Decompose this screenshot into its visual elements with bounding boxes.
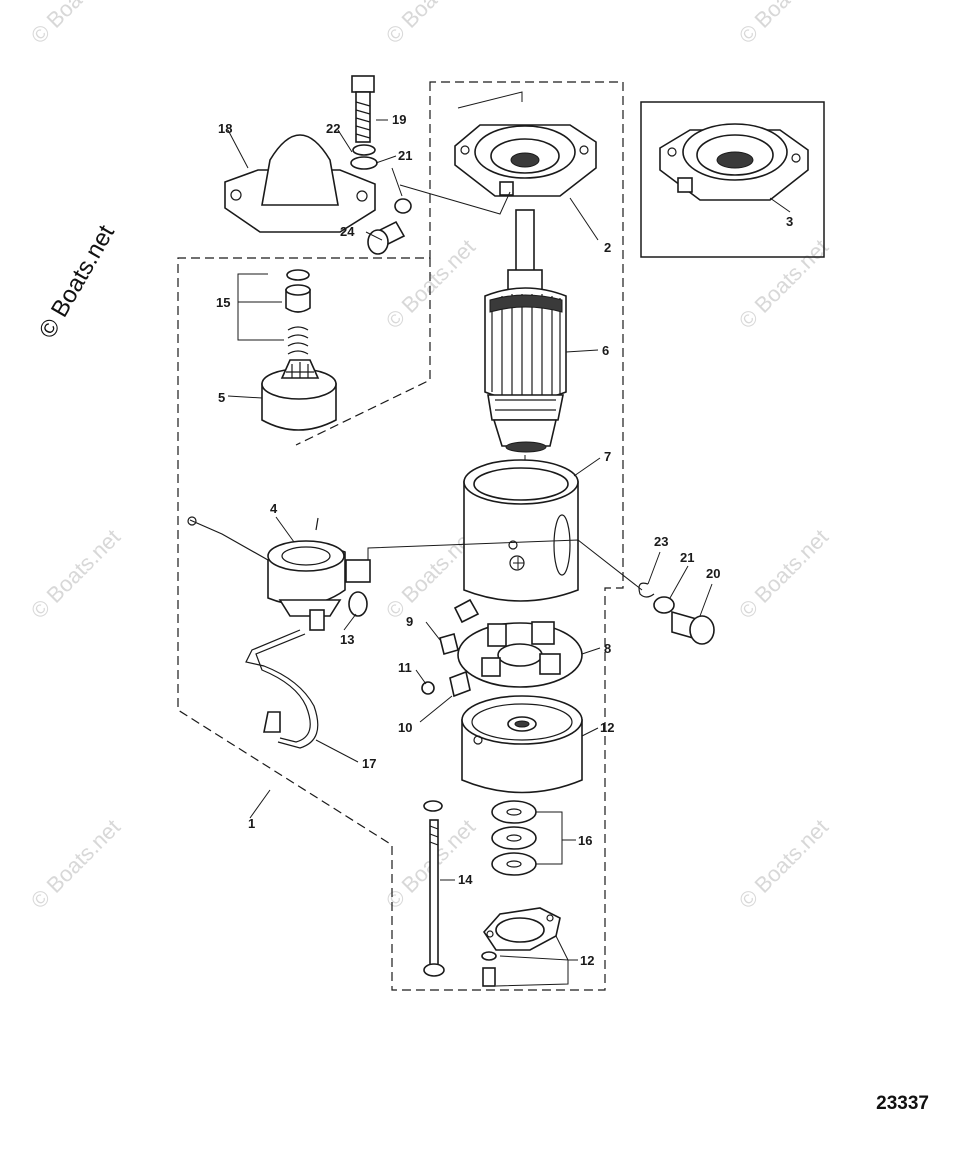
solenoid-part <box>187 516 371 631</box>
terminal-lead-line <box>367 539 643 591</box>
bolt-part <box>350 75 378 170</box>
callout-6: 6 <box>602 343 609 358</box>
callout-9: 9 <box>406 614 413 629</box>
through-bolt-part <box>423 800 445 977</box>
field-frame-part <box>463 459 579 602</box>
callout-21: 21 <box>398 148 412 163</box>
leader-lines <box>227 119 791 987</box>
callout-10: 10 <box>398 720 412 735</box>
drive-gear-part <box>261 359 337 431</box>
callout-3: 3 <box>786 214 793 229</box>
callout-8: 8 <box>604 641 611 656</box>
assembly-boundary <box>177 81 624 991</box>
callout-23: 23 <box>654 534 668 549</box>
watermark-text: © Boats.net <box>734 524 833 623</box>
watermark-text: © Boats.net <box>26 524 125 623</box>
callout-4: 4 <box>270 501 278 516</box>
nose-housing-part <box>224 134 376 233</box>
callout-21: 21 <box>680 550 694 565</box>
watermark-large-text: © Boats.net <box>34 220 120 343</box>
callout-18: 18 <box>218 121 232 136</box>
watermark-text: © Boats.net <box>734 234 833 333</box>
callout-16: 16 <box>578 833 592 848</box>
callout-19: 19 <box>392 112 406 127</box>
callout-24: 24 <box>340 224 355 239</box>
drawing-number: 23337 <box>876 1093 929 1114</box>
watermark-text: © Boats.net <box>26 0 125 49</box>
bearing-plate-part <box>481 907 561 987</box>
brush-part <box>421 633 471 698</box>
terminal-hardware-part <box>638 582 715 645</box>
bracket-15 <box>237 273 284 341</box>
top-bracket <box>457 91 523 109</box>
watermark-text: © Boats.net <box>26 814 125 913</box>
callout-20: 20 <box>706 566 720 581</box>
watermark-text: © Boats.net <box>734 814 833 913</box>
callout-labels: 1 2 3 4 5 6 7 8 9 10 11 12 12 13 14 15 1… <box>216 112 793 968</box>
callout-12: 12 <box>580 953 594 968</box>
callout-15: 15 <box>216 295 230 310</box>
battery-cable-part <box>245 629 319 749</box>
watermark-text: © Boats.net <box>734 0 833 49</box>
callout-11: 11 <box>398 660 412 675</box>
callout-7: 7 <box>604 449 611 464</box>
callout-5: 5 <box>218 390 225 405</box>
callout-22: 22 <box>326 121 340 136</box>
callout-13: 13 <box>340 632 354 647</box>
end-cap-part <box>454 124 597 197</box>
commutator-end-cap-part <box>461 695 583 794</box>
callout-14: 14 <box>458 872 473 887</box>
armature-part <box>484 209 567 453</box>
screw-part <box>367 198 412 255</box>
callout-1: 1 <box>248 816 255 831</box>
watermark-text: © Boats.net <box>381 0 480 49</box>
brush-plate-part <box>453 598 583 688</box>
thrust-washer-part <box>491 800 537 876</box>
callout-12: 12 <box>600 720 614 735</box>
callout-17: 17 <box>362 756 376 771</box>
inset-end-cap-part <box>659 123 809 201</box>
callout-2: 2 <box>604 240 611 255</box>
inset-frame <box>640 101 825 258</box>
terminal-nut-part <box>348 591 368 617</box>
spring-kit-part <box>285 269 311 355</box>
connector-line <box>399 184 511 215</box>
